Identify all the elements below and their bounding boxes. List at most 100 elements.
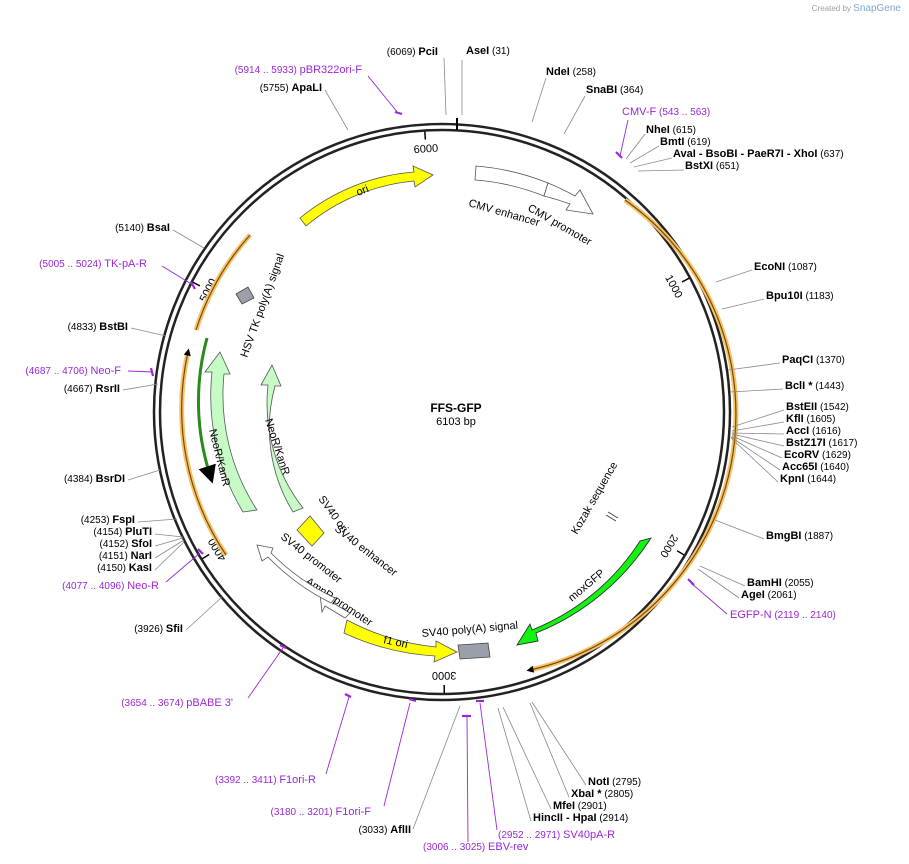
site-bstxi[interactable]: BstXI (651) [637,160,739,172]
feature-neor-kanr-outer[interactable]: NeoR/KanR [204,351,258,513]
feature-hsv-tk-polya[interactable]: HSV TK poly(A) signal [235,252,287,359]
feature-neor-kanr-inner[interactable]: NeoR/KanR [260,364,304,513]
site-pcii[interactable]: (6069) PciI [387,46,447,116]
kozak-label: Kozak sequence [569,460,620,536]
primer-leader-line [619,119,629,157]
site-name: BstZ17I [786,437,826,449]
site-label: BstXI (651) [685,160,739,172]
site-nhei[interactable]: NheI (615) [625,124,696,160]
site-nari[interactable]: (4151) NarI [99,539,185,562]
primer-binding-mark [344,693,352,698]
site-name: SnaBI [586,84,617,96]
site-pluti[interactable]: (4154) PluTI [93,526,184,538]
primer-leader-line [165,552,201,583]
primer-label: (4687 .. 4706) Neo-F [25,365,121,377]
site-acc65i[interactable]: Acc65I (1640) [730,436,849,473]
site-leader-line [637,169,685,172]
site-bstz17i[interactable]: BstZ17I (1617) [731,433,857,449]
site-xbai[interactable]: XbaI * (2805) [529,702,633,800]
primer-cmv-f[interactable]: CMV-F (543 .. 563) [615,106,710,159]
site-sfoi[interactable]: (4152) SfoI [100,537,184,550]
tick-mark [192,281,201,287]
site-kfli[interactable]: KflI (1605) [731,413,835,432]
tick-mark [676,550,685,556]
primer-binding-mark [408,697,417,703]
site-apali[interactable]: (5755) ApaLI [260,82,349,131]
site-label: NotI (2795) [588,776,641,788]
site-bamhi[interactable]: BamHI (2055) [699,565,814,589]
site-paqci[interactable]: PaqCI (1370) [727,354,845,371]
site-name: PciI [418,46,438,58]
primer-pbabe-3-[interactable]: (3654 .. 3674) pBABE 3' [121,644,287,709]
site-position: (1887) [801,531,833,542]
f1-ori-label: f1 ori [382,634,408,651]
site-position: (619) [684,137,710,148]
primer-range: (543 .. 563) [656,107,710,118]
site-agei[interactable]: AgeI (2061) [697,568,797,601]
site-bcli[interactable]: BclI * (1443) [729,380,844,393]
site-bsteii[interactable]: BstEII (1542) [731,401,849,428]
site-leader-line [154,533,184,538]
feature-f1-ori[interactable]: f1 ori [343,619,458,663]
site-bpu10i[interactable]: Bpu10I (1183) [721,290,834,310]
site-kpni[interactable]: KpnI (1644) [730,437,836,485]
site-name: NdeI [546,66,570,78]
site-label: (5140) BsaI [115,222,170,234]
site-asei[interactable]: AseI (31) [461,45,510,115]
site-bstbi[interactable]: (4833) BstBI [68,321,167,337]
site-position: (615) [670,125,696,136]
site-kasi[interactable]: (4150) KasI [97,541,185,574]
primer-neo-r[interactable]: (4077 .. 4096) Neo-R [62,548,204,592]
primer-tk-pa-r[interactable]: (5005 .. 5024) TK-pA-R [39,258,196,290]
site-sfii[interactable]: (3926) SfiI [134,596,223,635]
site-label: EcoRV (1629) [784,449,851,461]
primer-label: (4077 .. 4096) Neo-R [62,580,159,592]
site-label: BstZ17I (1617) [786,437,857,449]
primer-f1ori-f[interactable]: (3180 .. 3201) F1ori-F [271,697,417,818]
site-position: (1370) [813,355,845,366]
site-rsrii[interactable]: (4667) RsrII [64,383,159,395]
primer-label: (2952 .. 2971) SV40pA-R [498,829,615,841]
site-name: PluTI [125,526,152,538]
site-leader-line [633,157,673,168]
primer-f1ori-r[interactable]: (3392 .. 3411) F1ori-R [215,693,352,786]
site-label: AvaI - BsoBI - PaeR7I - XhoI (637) [673,148,844,160]
primer-egfp-n[interactable]: EGFP-N (2119 .. 2140) [687,578,836,621]
feature-ori[interactable]: ori [299,165,434,227]
site-leader-line [731,409,785,428]
site-label: BmgBI (1887) [766,530,833,542]
primer-pbr322ori-f[interactable]: (5914 .. 5933) pBR322ori-F [235,64,403,116]
site-avai[interactable]: AvaI - BsoBI - PaeR7I - XhoI (637) [633,148,844,168]
site-aflii[interactable]: (3033) AflII [359,705,461,836]
primer-range: (5005 .. 5024) [39,259,104,270]
site-ecorv[interactable]: EcoRV (1629) [731,435,851,461]
site-hincii[interactable]: HincII - HpaI (2914) [497,707,629,824]
site-mfei[interactable]: MfeI (2901) [502,706,607,812]
site-fspi[interactable]: (4253) FspI [81,514,178,526]
site-bmti[interactable]: BmtI (619) [629,136,711,164]
site-position: (4833) [68,322,100,333]
site-position: (2914) [597,813,629,824]
tick-mark [201,553,210,560]
site-leader-line [122,383,159,391]
site-label: (3033) AflII [359,824,411,836]
feature-ampr-promoter[interactable]: AmpR promoter [303,576,374,630]
site-bmgbi[interactable]: BmgBI (1887) [714,519,833,542]
primer-ebv-rev[interactable]: (3006 .. 3025) EBV-rev [423,714,529,853]
restriction-sites: AseI (31) NdeI (258)SnaBI (364)NheI (615)… [64,45,858,836]
feature-cmv-enhancer[interactable]: CMV enhancer [467,165,549,229]
primer-binding-mark [394,110,403,116]
site-leader-line [172,229,205,249]
site-econi[interactable]: EcoNI (1087) [715,261,817,283]
primer-neo-f[interactable]: (4687 .. 4706) Neo-F [25,365,155,377]
site-bsai[interactable]: (5140) BsaI [115,222,205,249]
primer-sv40pa-r[interactable]: (2952 .. 2971) SV40pA-R [476,699,615,841]
site-noti[interactable]: NotI (2795) [531,701,641,788]
site-label: (4253) FspI [81,514,135,526]
site-leader-line [324,89,349,131]
site-acci[interactable]: AccI (1616) [731,425,841,437]
site-bsrdi[interactable]: (4384) BsrDI [64,469,161,485]
site-name: PaqCI [782,354,813,366]
site-snabi[interactable]: SnaBI (364) [563,84,643,135]
site-ndei[interactable]: NdeI (258) [531,66,596,123]
